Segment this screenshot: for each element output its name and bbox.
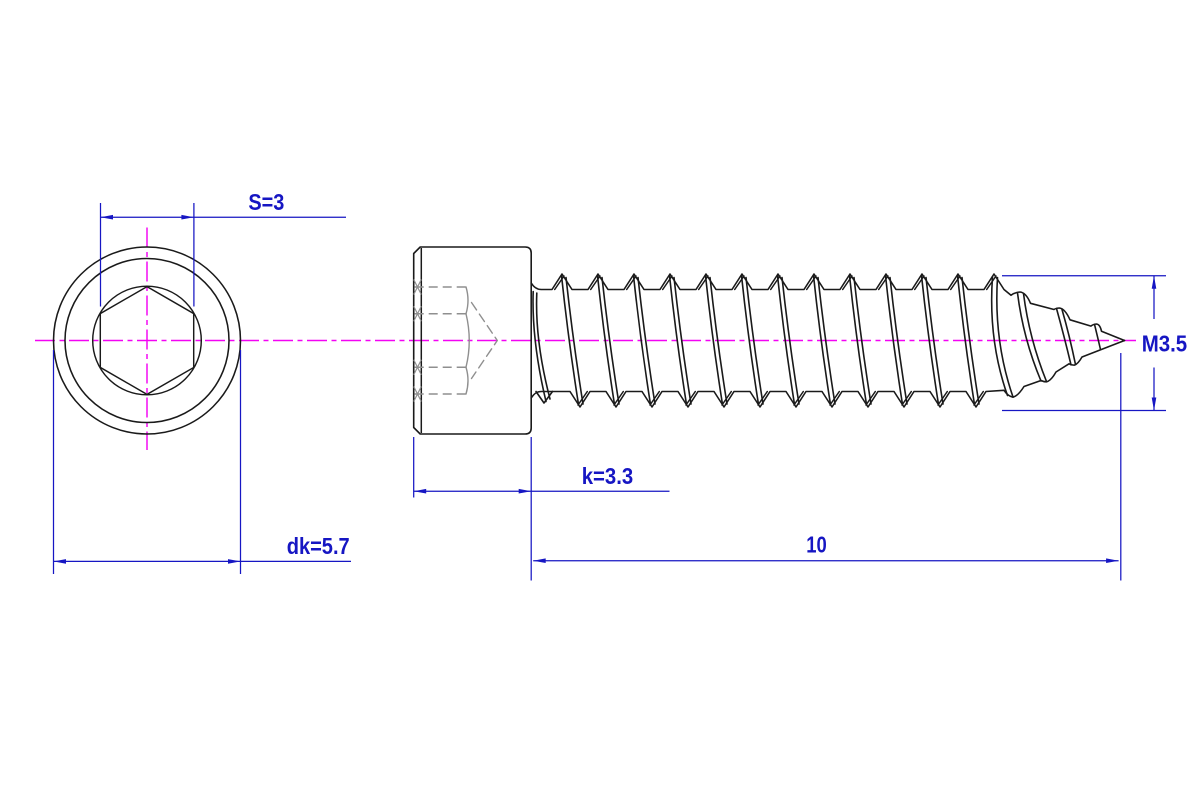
- svg-text:10: 10: [806, 532, 827, 558]
- svg-text:k=3.3: k=3.3: [582, 463, 634, 489]
- svg-text:S=3: S=3: [248, 189, 284, 215]
- svg-text:dk=5.7: dk=5.7: [287, 533, 350, 559]
- svg-text:M3.5: M3.5: [1142, 330, 1188, 356]
